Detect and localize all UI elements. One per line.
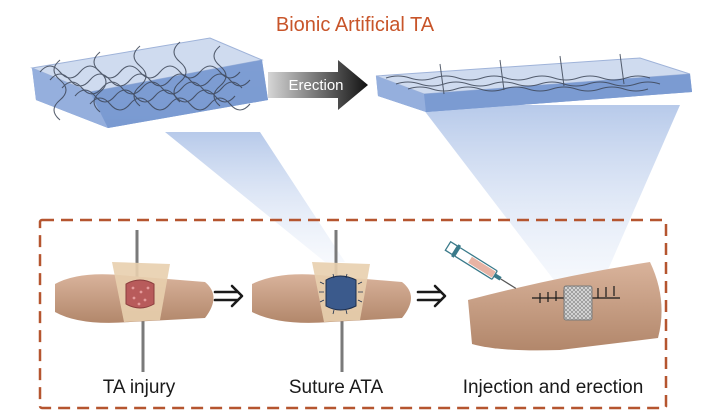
step-label-injection-erection: Injection and erection [463,377,644,398]
ata-patch [325,275,357,311]
step-arrow-1 [213,284,244,308]
erection-arrow: Erection [268,60,368,110]
erection-label: Erection [288,77,343,94]
diagram-title: Bionic Artificial TA [276,14,435,36]
zoom-beam-right [420,105,680,288]
step-label-suture-ata: Suture ATA [289,377,384,398]
zoom-beam-left [165,132,345,262]
process-frame [38,218,668,410]
scaffold-fibers-aligned [385,53,661,95]
panel-ta-injury [55,230,214,372]
panel-suture-ata [252,230,411,372]
panel-injection-erection [444,240,662,351]
scaffold-fibers-wavy [39,41,251,121]
syringe-icon [444,240,517,289]
scaffold-stretched [375,53,692,112]
step-label-ta-injury: TA injury [103,377,176,398]
step-arrow-2 [416,284,447,308]
scaffold-relaxed [30,37,268,128]
implanted-ata [563,285,593,321]
